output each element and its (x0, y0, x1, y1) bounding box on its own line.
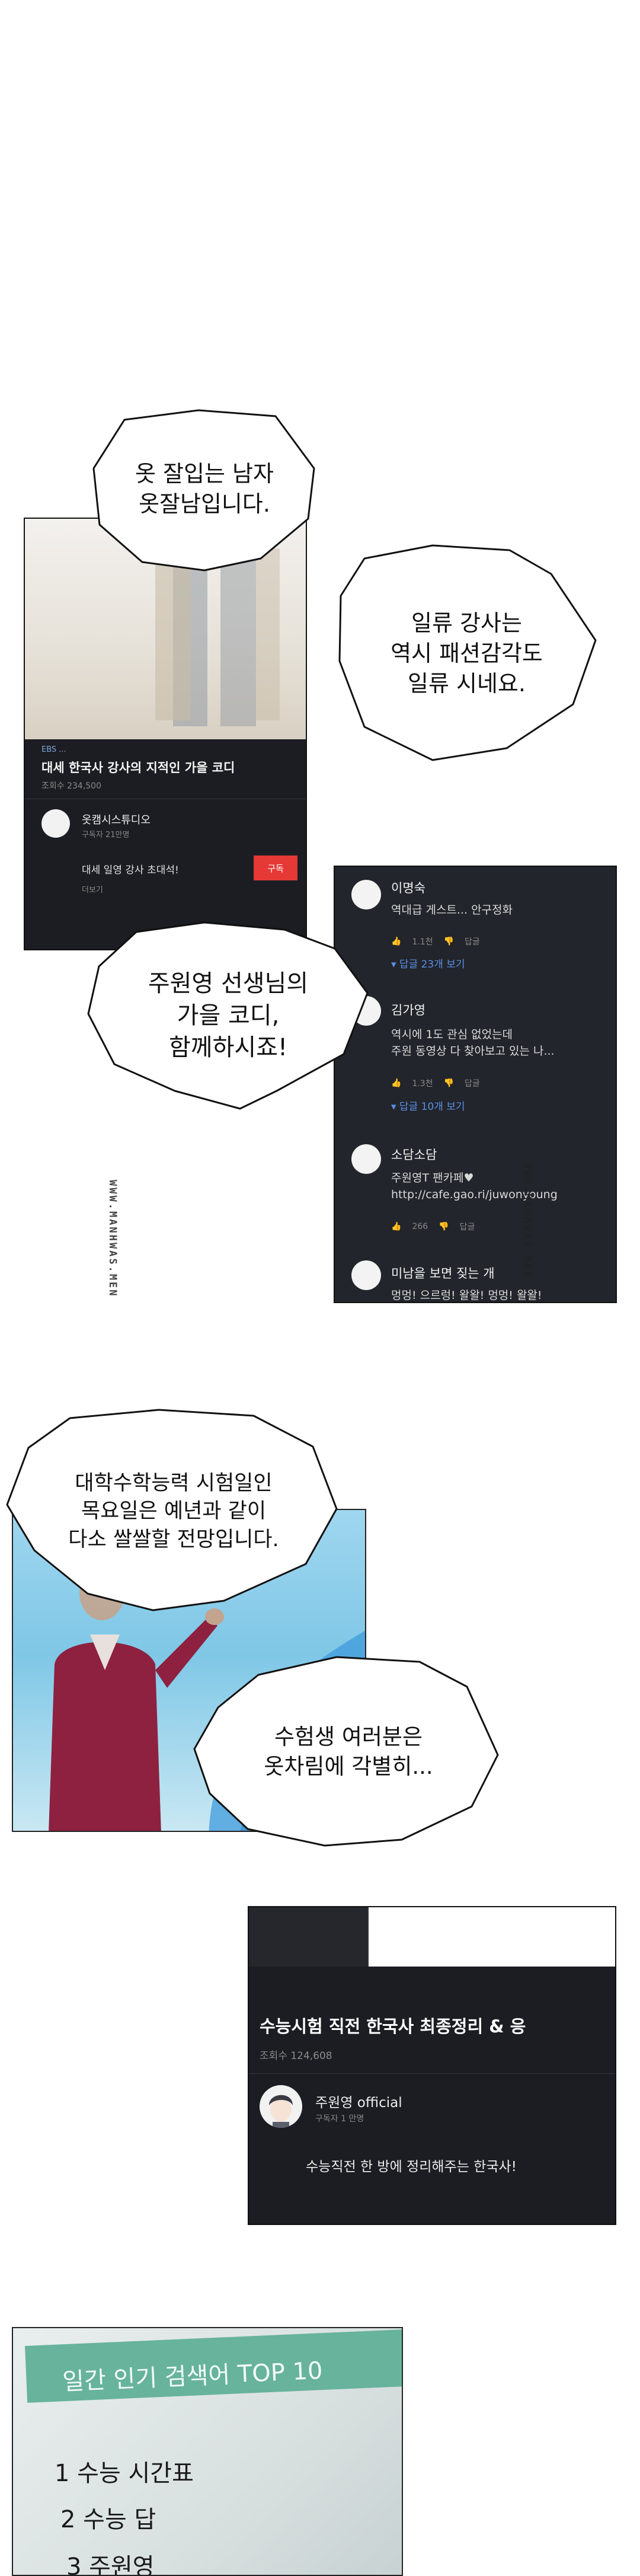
avatar-face-illustration (269, 2095, 293, 2128)
reply-button[interactable]: 답글 (459, 1222, 475, 1232)
channel-avatar[interactable] (260, 2085, 302, 2128)
comment-avatar (351, 1260, 381, 1290)
bubble-line: 수험생 여러분은 (274, 1724, 423, 1750)
bubble-line: 옷잘남입니다. (139, 491, 270, 517)
comment-author: 소담소담 (391, 1148, 437, 1162)
comment-text: 주원영T 팬카페♥ http://cafe.gao.ri/juwonyoung (391, 1172, 558, 1201)
bubble-line: 주원영 선생님의 (148, 969, 309, 997)
bubble-line: 목요일은 예년과 같이 (81, 1499, 267, 1524)
comment-text: 멍멍! 으르렁! 왈왈! 멍멍! 왈왈! (391, 1289, 542, 1302)
thumb-up-icon[interactable]: 👍 (391, 937, 402, 946)
bubble-line: 일류 강사는 (411, 609, 522, 636)
like-count: 266 (412, 1222, 428, 1231)
speech-bubble: 대학수학능력 시험일인 목요일은 예년과 같이 다소 쌀쌀할 전망입니다. (5, 1405, 343, 1619)
view-replies-link[interactable]: ▾ 답글 10개 보기 (391, 1101, 465, 1113)
bubble-shape (87, 921, 369, 1110)
thumb-down-icon[interactable]: 👎 (443, 937, 455, 946)
thumb-up-icon[interactable]: 👍 (391, 1078, 402, 1088)
video-views: 조회수 124,608 (260, 2050, 332, 2062)
search-item-2[interactable]: 2 수능 답 (60, 2506, 156, 2533)
channel-subscribers: 구독자 21만명 (82, 831, 130, 839)
comment-actions: 👍 266 👎 답글 (391, 1221, 475, 1233)
video-title: 대세 한국사 강사의 지적인 가을 코디 (41, 761, 235, 775)
video-thumbnail[interactable] (367, 1907, 615, 1967)
speech-bubble: 일류 강사는 역시 패션감각도 일류 시네요. (329, 540, 604, 768)
bubble-shape (6, 1409, 338, 1611)
comment-author: 이명숙 (391, 881, 425, 895)
bubble-line: 대학수학능력 시험일인 (75, 1471, 273, 1496)
bubble-line: 가을 코디, (177, 1001, 280, 1029)
video-description: 수능직전 한 방에 정리해주는 한국사! (306, 2159, 517, 2175)
divider (249, 2073, 615, 2074)
comment-avatar (351, 1144, 381, 1174)
channel-name[interactable]: 옷캠시스튜디오 (82, 814, 151, 826)
comment-author: 미남을 보면 짖는 개 (391, 1266, 495, 1281)
bubble-line: 역시 패션감각도 (391, 640, 543, 666)
comment-text: 역대급 게스트... 안구정화 (391, 904, 513, 917)
thumb-down-icon[interactable]: 👎 (443, 1078, 455, 1088)
watermark-right: WWW.MANHWAS.MEN (521, 1162, 533, 1280)
search-item-3[interactable]: 3 주원영 (66, 2553, 155, 2576)
reply-button[interactable]: 답글 (465, 937, 480, 947)
bubble-line: 옷차림에 각별히... (264, 1754, 433, 1779)
bubble-line: 함께하시죠! (168, 1033, 288, 1061)
video-description: 대세 일영 강사 초대석! (82, 864, 179, 876)
bubble-shape (338, 544, 597, 761)
thumb-up-icon[interactable]: 👍 (391, 1222, 402, 1231)
video-views: 조회수 234,500 (41, 781, 101, 791)
more-link[interactable]: 더보기 (82, 886, 103, 895)
bubble-line: 일류 시네요. (408, 671, 526, 697)
video-panel-2: 수능시험 직전 한국사 최종정리 & 응 조회수 124,608 주원영 off… (248, 1906, 616, 2225)
subscribe-button[interactable]: 구독 (254, 856, 297, 880)
search-item-1[interactable]: 1 수능 시간표 (55, 2460, 194, 2487)
comment-author: 김가영 (391, 1003, 425, 1017)
bubble-line: 옷 잘입는 남자 (135, 460, 274, 487)
bubble-line: 다소 쌀쌀할 전망입니다. (68, 1527, 279, 1552)
bubble-shape (193, 1656, 499, 1847)
like-count: 1.1천 (412, 937, 433, 947)
view-replies-link[interactable]: ▾ 답글 23개 보기 (391, 959, 465, 971)
speech-bubble: 수험생 여러분은 옷차림에 각별히... (188, 1651, 508, 1853)
channel-subscribers: 구독자 1 만명 (315, 2114, 364, 2124)
bubble-shape (92, 409, 315, 572)
watermark-left: WWW.MANHWAS.MEN (107, 1180, 119, 1298)
comment-actions: 👍 1.1천 👎 답글 (391, 936, 480, 947)
like-count: 1.3천 (412, 1079, 433, 1089)
video-small-caption: EBS ... (41, 745, 66, 754)
speech-bubble: 주원영 선생님의 가을 코디, 함께하시죠! (80, 913, 376, 1118)
comment-actions: 👍 1.3천 👎 답글 (391, 1077, 480, 1089)
search-panel: 일간 인기 검색어 TOP 10 1 수능 시간표 2 수능 답 3 주원영 (12, 2327, 403, 2576)
channel-avatar[interactable] (41, 809, 70, 838)
video-title: 수능시험 직전 한국사 최종정리 & 응 (260, 2016, 526, 2036)
comment-avatar (351, 880, 381, 909)
comment-text: 역시에 1도 관심 없었는데 주원 동영상 다 찾아보고 있는 나... (391, 1028, 555, 1058)
reply-button[interactable]: 답글 (465, 1079, 480, 1089)
thumb-down-icon[interactable]: 👎 (439, 1222, 449, 1231)
channel-name[interactable]: 주원영 official (315, 2095, 402, 2111)
speech-bubble: 옷 잘입는 남자 옷잘남입니다. (83, 403, 326, 581)
video-thumbnail-top (249, 1907, 367, 1967)
video-panel-1: EBS ... 대세 한국사 강사의 지적인 가을 코디 조회수 234,500… (24, 518, 307, 950)
comments-panel: 이명숙 역대급 게스트... 안구정화 👍 1.1천 👎 답글 ▾ 답글 23개… (334, 866, 617, 1303)
